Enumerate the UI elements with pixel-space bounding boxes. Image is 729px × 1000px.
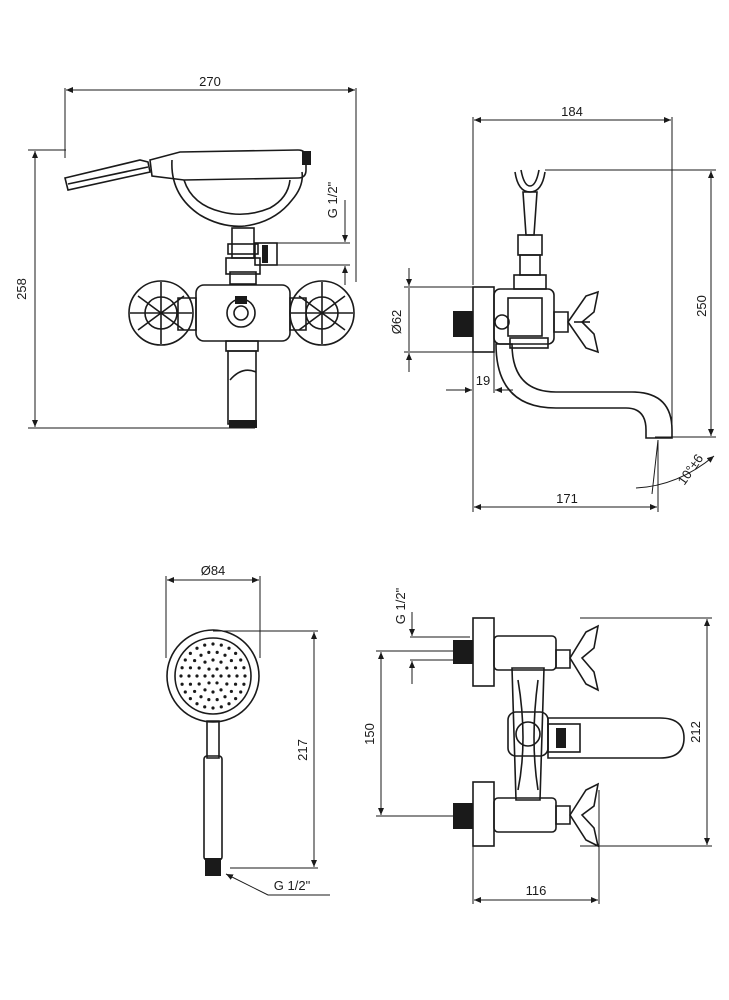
side-view: 184 250 Ø62 19 171 10°±6: [389, 104, 716, 512]
front-view: 270 258 G 1/2": [14, 74, 357, 429]
dim-shower-length: 217: [295, 739, 310, 761]
dim-front-thread: G 1/2": [325, 181, 340, 218]
hand-shower-view: Ø84 217 G 1/2": [165, 563, 330, 896]
dim-side-offset: 19: [476, 373, 490, 388]
dim-top-thread: G 1/2": [393, 587, 408, 624]
shower-nozzles: [179, 642, 247, 710]
dim-top-spacing: 150: [362, 723, 377, 745]
dim-side-height: 250: [694, 295, 709, 317]
dim-shower-thread: G 1/2": [274, 878, 311, 893]
dim-side-depth: 184: [561, 104, 583, 119]
top-view: G 1/2" 150 212 116: [362, 587, 712, 904]
dim-top-height: 212: [688, 721, 703, 743]
dim-side-spout: 171: [556, 491, 578, 506]
dim-front-width: 270: [199, 74, 221, 89]
dim-side-angle: 10°±6: [674, 451, 706, 487]
dim-side-diameter: Ø62: [389, 310, 404, 335]
dim-front-height: 258: [14, 278, 29, 300]
dim-shower-diameter: Ø84: [201, 563, 226, 578]
dim-top-depth: 116: [526, 883, 547, 898]
